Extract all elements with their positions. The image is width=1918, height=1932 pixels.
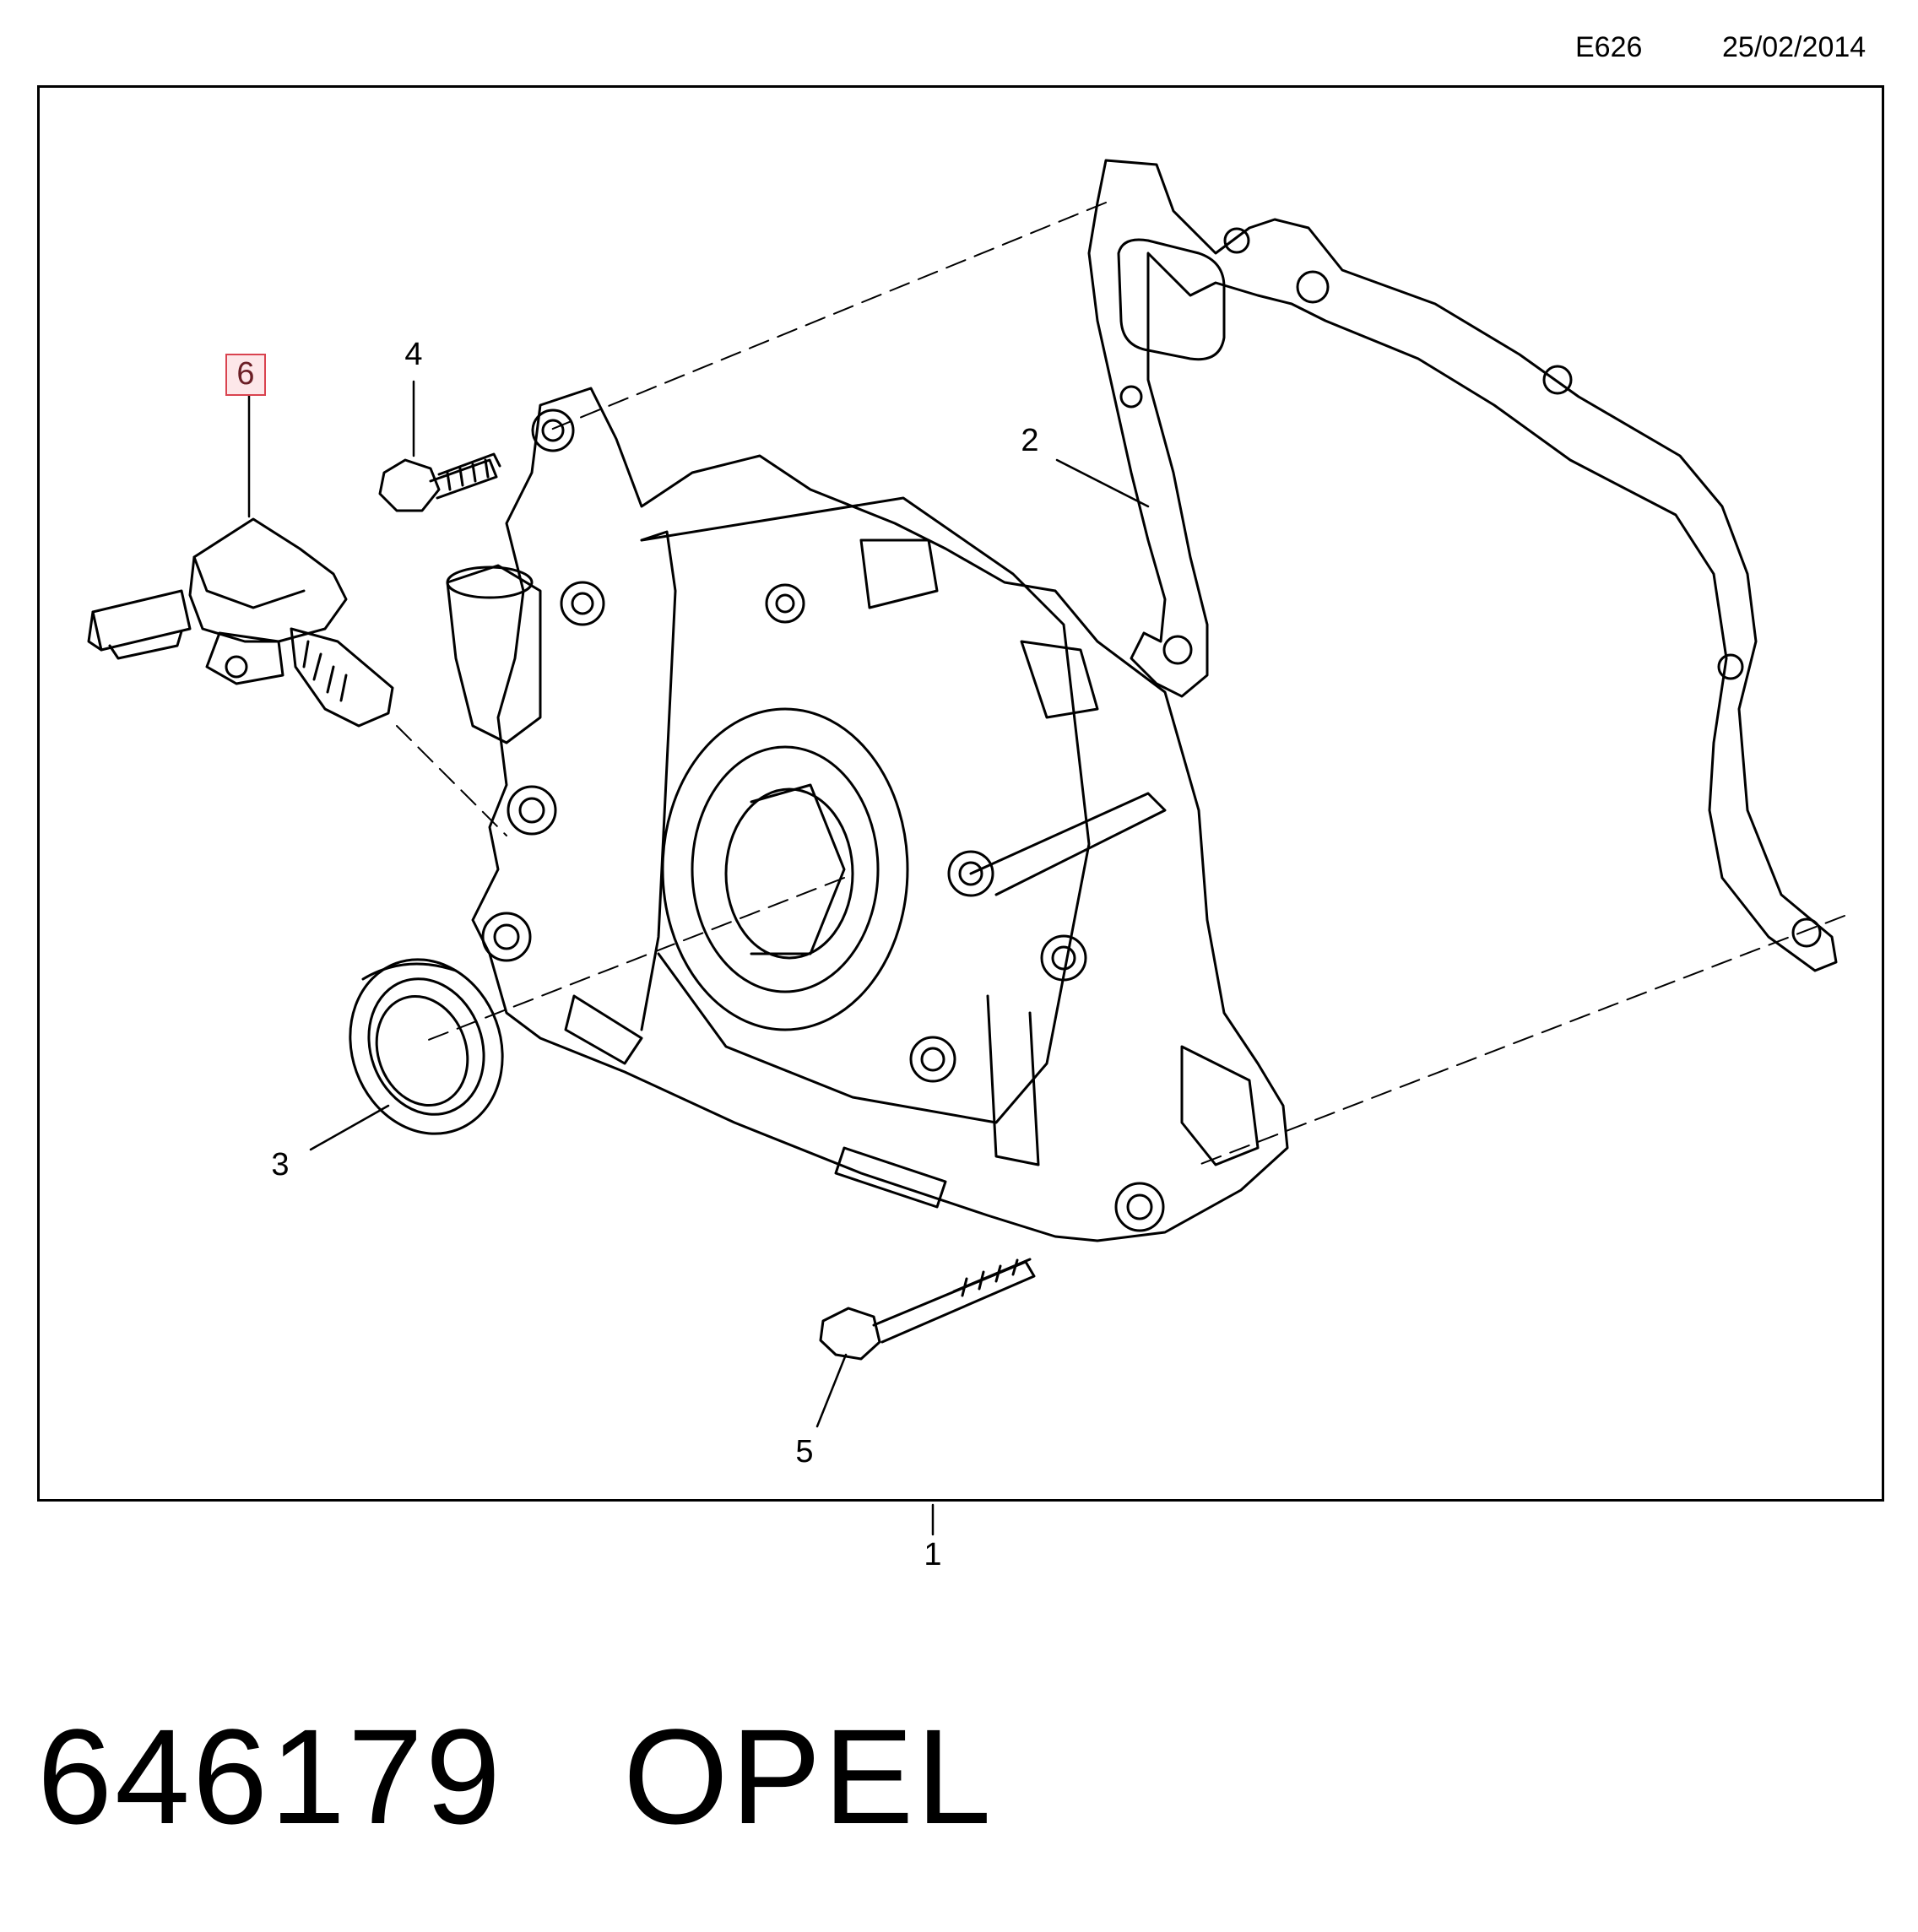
diagram-frame [37, 85, 1884, 1502]
front-cover-drawing [446, 387, 1289, 1242]
callout-5: 5 [795, 1434, 814, 1469]
diagram-date: 25/02/2014 [1722, 31, 1867, 63]
brand-name: OPEL [623, 1701, 994, 1852]
callout-6-highlighted: 6 [225, 354, 266, 396]
callout-3: 3 [271, 1147, 290, 1182]
bolt-4-drawing [378, 452, 501, 512]
seal-ring-3-drawing [349, 958, 504, 1135]
bolt-5-drawing [819, 1258, 1036, 1361]
part-number: 646179 [37, 1701, 503, 1852]
solenoid-valve-6-drawing [87, 517, 394, 728]
callout-4: 4 [404, 337, 423, 372]
gasket-drawing [1087, 159, 1838, 972]
callout-2: 2 [1021, 423, 1039, 458]
part-title: 646179 OPEL [37, 1697, 994, 1857]
callout-1: 1 [924, 1537, 942, 1572]
diagram-code: E626 [1575, 31, 1643, 63]
leader-lines [247, 380, 1150, 1536]
